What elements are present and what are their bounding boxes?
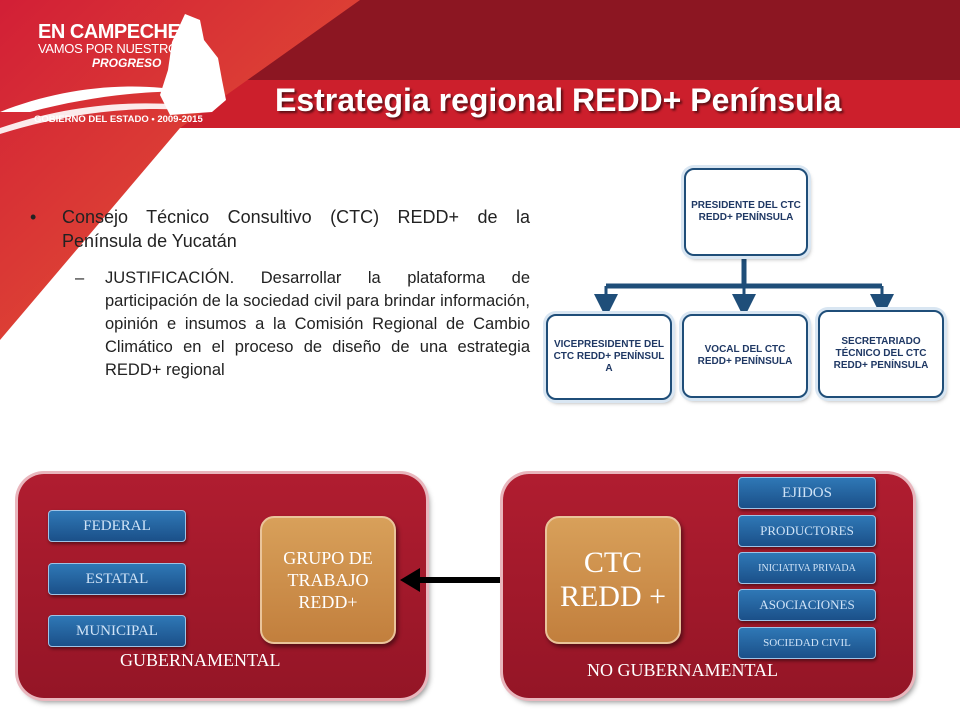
sector-productores[interactable]: PRODUCTORES	[738, 515, 876, 547]
sector-ejidos[interactable]: EJIDOS	[738, 477, 876, 509]
sector-asociaciones[interactable]: ASOCIACIONES	[738, 589, 876, 621]
logo-footer: GOBIERNO DEL ESTADO • 2009-2015	[34, 114, 203, 125]
sub-bullet-marker: –	[75, 269, 85, 287]
sector-sociedad-civil[interactable]: SOCIEDAD CIVIL	[738, 627, 876, 659]
gubernamental-label: GUBERNAMENTAL	[120, 650, 281, 670]
left-wedge	[0, 0, 360, 340]
org-vicepresident: VICEPRESIDENTE DEL CTC REDD+ PENÍNSULA	[546, 314, 672, 400]
group-trabajo-box: GRUPO DE TRABAJO REDD+	[260, 516, 396, 644]
bullet-marker: •	[30, 207, 37, 227]
org-vocal: VOCAL DEL CTC REDD+ PENÍNSULA	[682, 314, 808, 398]
slide-title: Estrategia regional REDD+ Península	[275, 82, 842, 118]
bullet-sub-text: JUSTIFICACIÓN. Desarrollar la plataforma…	[105, 269, 530, 379]
level-municipal[interactable]: MUNICIPAL	[48, 615, 186, 647]
logo-line1: EN CAMPECHE	[38, 21, 181, 43]
bullet-main-text: Consejo Técnico Consultivo (CTC) REDD+ d…	[62, 207, 530, 251]
level-federal[interactable]: FEDERAL	[48, 510, 186, 542]
org-president: PRESIDENTE DEL CTC REDD+ PENÍNSULA	[684, 168, 808, 256]
no-gubernamental-label: NO GUBERNAMENTAL	[587, 660, 779, 680]
road-swoosh-2	[0, 103, 210, 134]
logo-line3: PROGRESO	[92, 56, 162, 70]
org-secretariado: SECRETARIADO TÉCNICO DEL CTC REDD+ PENÍN…	[818, 310, 944, 398]
road-swoosh-icon	[0, 86, 190, 112]
sector-iniciativa-privada[interactable]: INICIATIVA PRIVADA	[738, 552, 876, 584]
logo-line2: VAMOS POR NUESTRO	[38, 41, 178, 56]
ctc-redd-box: CTC REDD +	[545, 516, 681, 644]
level-estatal[interactable]: ESTATAL	[48, 563, 186, 595]
